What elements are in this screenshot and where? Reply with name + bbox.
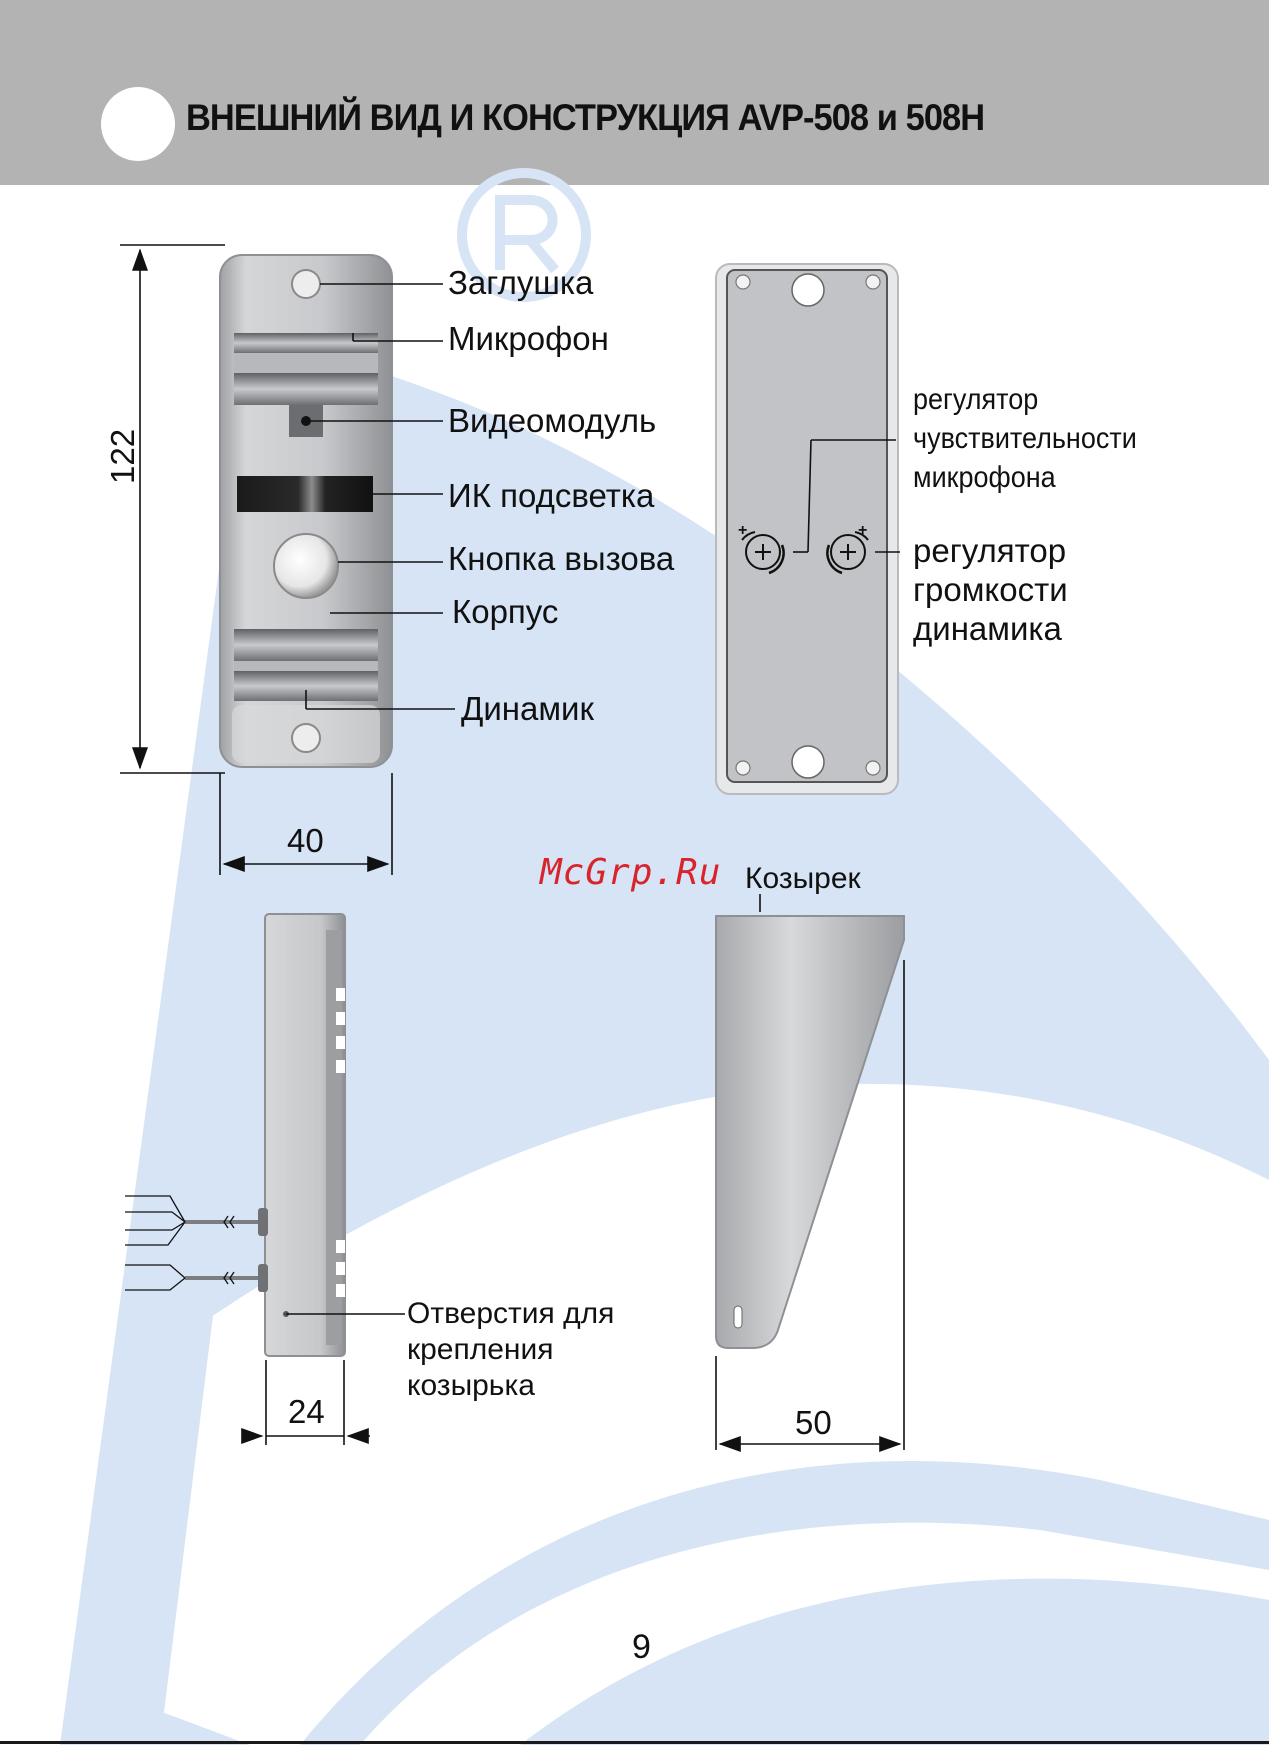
label-video-module: Видеомодуль [448,402,656,440]
label-mic-sensitivity-line1: регулятор [913,383,1038,418]
label-mount-holes-line3: козырька [407,1369,535,1404]
dimension-visor-depth: 50 [795,1404,832,1442]
label-plug: Заглушка [448,264,593,302]
dimension-height: 122 [104,429,142,484]
bottom-rule [0,1741,1269,1744]
label-visor: Козырек [745,862,861,897]
page-number: 9 [632,1628,651,1667]
watermark-text: McGrp.Ru [540,852,721,893]
label-microphone: Микрофон [448,320,609,358]
label-speaker-volume-line2: громкости [913,571,1068,609]
dimension-width: 40 [287,822,324,860]
label-ir-light: ИК подсветка [448,477,654,515]
label-speaker-volume-line3: динамика [913,610,1062,648]
label-housing: Корпус [452,593,558,631]
label-mount-holes-line1: Отверстия для [407,1297,614,1332]
label-mount-holes-line2: крепления [407,1333,554,1368]
svg-text:+: + [738,522,747,539]
svg-text:+: + [858,522,867,539]
back-view-panel: + + [716,264,898,794]
visor-view-panel [716,916,904,1348]
label-mic-sensitivity-line3: микрофона [913,461,1056,496]
dimension-side-depth: 24 [288,1393,325,1431]
label-speaker-volume-line1: регулятор [913,532,1066,570]
label-mic-sensitivity-line2: чувствительности [913,422,1137,457]
label-call-button: Кнопка вызова [448,540,674,578]
label-speaker: Динамик [461,690,594,728]
